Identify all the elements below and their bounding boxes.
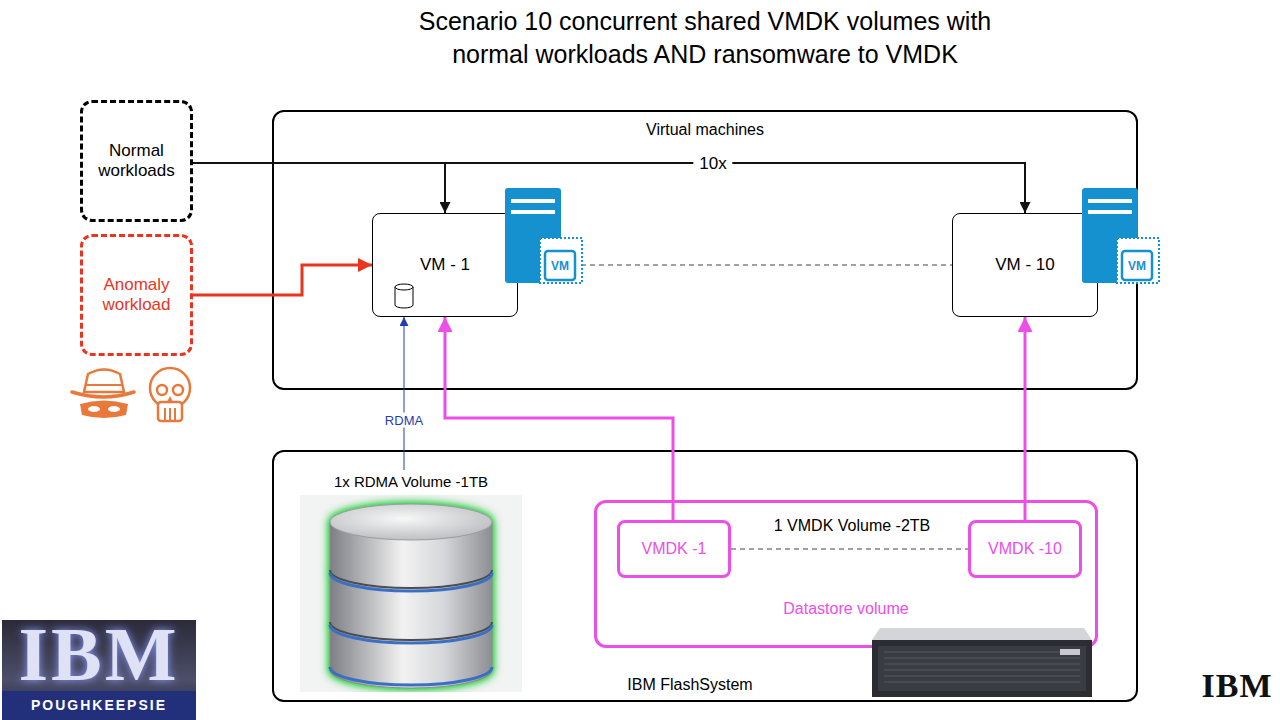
flashsystem-device	[872, 628, 1092, 697]
hat-brim	[72, 392, 134, 397]
storage-cylinder	[300, 470, 522, 692]
logo-band	[2, 691, 196, 720]
vm-box: VM - 1	[372, 213, 518, 317]
node-label: Anomaly workload	[87, 275, 186, 316]
disk-top	[395, 284, 413, 290]
storage-volume: 1x RDMA Volume -1TB	[300, 470, 522, 692]
hat-crown	[84, 370, 124, 393]
dashed-link	[518, 265, 952, 266]
diagram-title: Scenario 10 concurrent shared VMDK volum…	[385, 5, 1025, 71]
cylinder-body	[330, 504, 492, 688]
node-label: IBM FlashSystem	[259, 675, 1121, 694]
dashed-link	[731, 549, 968, 550]
cylinder-side	[330, 522, 492, 688]
node-label: Normal workloads	[87, 141, 186, 182]
skull-icon	[150, 368, 190, 421]
logo-text: IBM	[19, 616, 180, 692]
vm-icon	[1082, 188, 1159, 283]
skull-nose	[167, 396, 173, 402]
workload-arrow	[193, 163, 445, 213]
skull-eye	[173, 385, 183, 395]
edge-label: 10x	[693, 154, 732, 173]
vm-badge	[1117, 238, 1159, 283]
server-slot	[511, 210, 555, 214]
skull-teeth	[165, 408, 175, 420]
cylinder-band	[330, 573, 492, 591]
server-slot	[511, 199, 555, 203]
device-top	[872, 628, 1092, 640]
vmdk-arrow	[445, 317, 673, 520]
node-label: 1x RDMA Volume -1TB	[300, 473, 522, 491]
datastore-box: 1 VMDK Volume -2TB Datastore volume VMDK -…	[594, 500, 1098, 648]
node-caption: Datastore volume	[597, 599, 1095, 618]
vm-icon	[505, 188, 582, 283]
node-label: VMDK -1	[642, 539, 707, 558]
vm-badge	[540, 238, 582, 283]
skull-head	[150, 368, 190, 408]
server-slot	[1088, 210, 1132, 214]
hacker-icon	[72, 370, 134, 419]
device-grille	[884, 652, 1080, 682]
vmdk-box: VMDK -10	[968, 520, 1082, 578]
device-bezel	[878, 646, 1086, 691]
group-box: Virtual machines VM - 1 VM - 10	[272, 110, 1138, 390]
anomaly-arrow	[193, 265, 372, 295]
skull-eye	[157, 385, 167, 395]
hat-band	[86, 384, 122, 386]
cylinder-top	[330, 504, 492, 540]
title-box: Scenario 10 concurrent shared VMDK volum…	[385, 5, 1025, 71]
vmdk-box: VMDK -1	[617, 520, 731, 578]
cylinder-band	[330, 667, 492, 685]
vm-box: VM - 10	[952, 213, 1098, 317]
logo-text: IBM	[1202, 669, 1273, 703]
vm-icon-label: VM	[551, 260, 569, 272]
node-label: 1 VMDK Volume -2TB	[603, 516, 1101, 535]
device-badge	[1060, 649, 1080, 655]
server-slot	[1088, 199, 1132, 203]
vm-icon-label: VM	[1128, 260, 1146, 272]
logo-text: POUGHKEEPSIE	[31, 698, 167, 712]
workload-box: Normal workloads	[80, 100, 193, 222]
node-label: VM - 10	[995, 255, 1055, 275]
small-disk-icon	[395, 284, 413, 308]
device-front	[872, 640, 1092, 697]
edge-label: RDMA	[383, 413, 425, 428]
vm-badge-inner	[545, 251, 575, 280]
node-label: Virtual machines	[274, 120, 1136, 139]
vmdk-arrow	[1024, 317, 1027, 520]
cylinder-band	[330, 625, 492, 643]
skull-jaw	[158, 402, 182, 421]
mask-eye	[108, 406, 120, 412]
image-background	[300, 495, 522, 692]
eye-mask	[80, 401, 128, 419]
workload-arrow	[193, 163, 1025, 213]
node-label: VM - 1	[420, 255, 470, 275]
node-label: VMDK -10	[988, 539, 1062, 558]
workload-box: Anomaly workload	[80, 234, 193, 356]
rdma-arrow	[404, 317, 405, 470]
mask-eye	[88, 406, 100, 412]
vm-badge-inner	[1122, 251, 1152, 280]
